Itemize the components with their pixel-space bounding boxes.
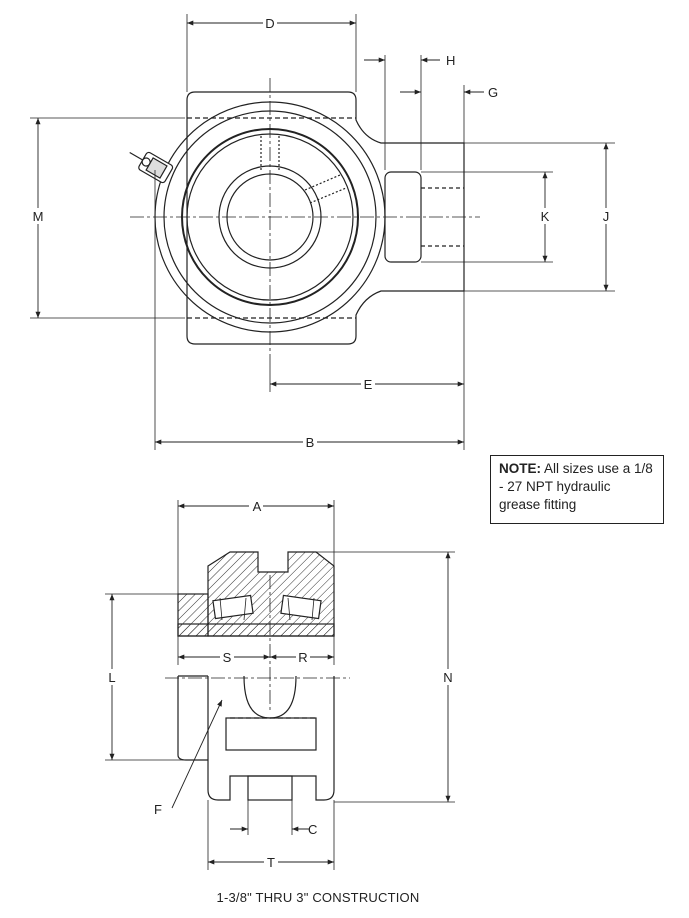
note-text: All sizes use a 1/8 - 27 NPT hydraulic g… [499,461,653,512]
caption: 1-3/8" THRU 3" CONSTRUCTION [217,890,420,905]
dim-label-R: R [298,650,307,665]
top-view-labels: D H G M K J E B [33,16,610,450]
dim-label-B: B [306,435,315,450]
dim-label-D: D [265,16,274,31]
side-view-labels: A L N S R F C T [108,499,452,870]
dim-label-M: M [33,209,44,224]
dim-label-G: G [488,85,498,100]
dim-label-H: H [446,53,455,68]
dim-label-E: E [364,377,373,392]
dim-label-T: T [267,855,275,870]
dim-label-L: L [108,670,115,685]
dim-label-A: A [253,499,262,514]
dim-label-C: C [308,822,317,837]
dim-label-N: N [443,670,452,685]
top-view [30,14,615,450]
dim-label-J: J [603,209,610,224]
side-view [105,500,455,870]
bolt-slot [247,775,293,801]
dim-label-S: S [223,650,232,665]
dim-label-K: K [541,209,550,224]
housing-outline [186,91,465,345]
note-heading: NOTE: [499,461,541,476]
grease-fitting [129,151,174,184]
note-box: NOTE: All sizes use a 1/8 - 27 NPT hydra… [490,455,664,524]
locking-collar [177,593,209,637]
dim-label-F: F [154,802,162,817]
housing-lower [207,676,335,801]
